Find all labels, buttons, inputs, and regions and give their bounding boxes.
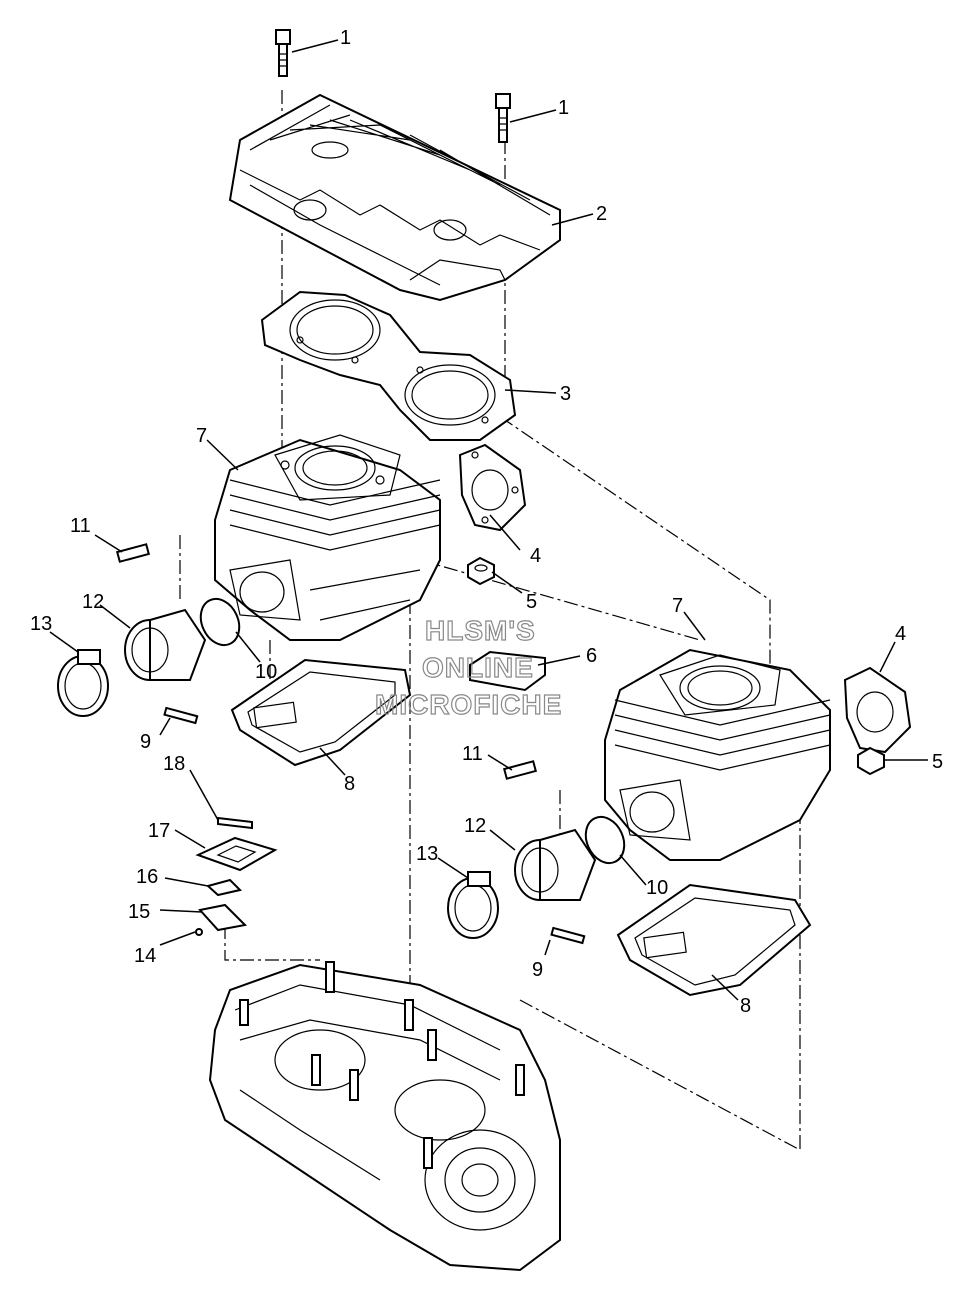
watermark-line-1: HLSM'S: [425, 615, 536, 646]
callout-4b: 4: [895, 623, 906, 645]
nut-left: [467, 556, 495, 586]
part-6: [469, 650, 546, 692]
cylinder-left: [214, 434, 441, 641]
callout-16: 16: [136, 866, 158, 888]
callout-15: 15: [128, 901, 150, 923]
bolt-11-right: [502, 760, 538, 780]
callout-labels: 1 1 2 3 7 4 5 6 11 12 13 10 9 8 7 4 5 11…: [30, 27, 943, 1017]
callout-8b: 8: [740, 995, 751, 1017]
head-bolt-left: [275, 29, 291, 77]
callout-9a: 9: [140, 731, 151, 753]
exhaust-gasket-right: [843, 666, 912, 754]
callout-10a: 10: [255, 661, 277, 683]
callout-14: 14: [134, 945, 156, 967]
intake-adapter-right: [514, 828, 597, 901]
callout-3: 3: [560, 383, 571, 405]
clamp-right: [447, 871, 499, 939]
callout-4a: 4: [530, 545, 541, 567]
callout-1b: 1: [558, 97, 569, 119]
o-ring-right: [584, 815, 626, 865]
crankcase: [208, 961, 561, 1272]
reed-valve-assembly: [195, 816, 278, 936]
callout-1a: 1: [340, 27, 351, 49]
exhaust-gasket-left: [458, 443, 527, 532]
watermark-line-2: ONLINE: [422, 652, 534, 683]
callout-13b: 13: [416, 843, 438, 865]
callout-10b: 10: [646, 877, 668, 899]
callout-2: 2: [596, 203, 607, 225]
callout-11b: 11: [462, 743, 483, 765]
watermark-line-3: MICROFICHE: [375, 689, 562, 720]
head-bolt-right: [495, 93, 511, 143]
callout-5a: 5: [526, 591, 537, 613]
base-gasket-left: [230, 658, 412, 767]
clamp-left: [57, 649, 109, 717]
callout-7b: 7: [672, 595, 683, 617]
cylinder-head: [228, 93, 561, 302]
callout-7a: 7: [196, 425, 207, 447]
nut-right: [857, 746, 885, 776]
callout-18: 18: [163, 753, 185, 775]
cylinder-right: [604, 648, 831, 861]
screw-9-left: [163, 706, 199, 725]
o-ring-left: [199, 597, 241, 647]
bolt-11-left: [115, 543, 151, 563]
callout-13a: 13: [30, 613, 52, 635]
watermark: HLSM'S ONLINE MICROFICHE: [374, 614, 562, 720]
callout-9b: 9: [532, 959, 543, 981]
leader-lines: [49, 39, 928, 1001]
callout-12a: 12: [82, 591, 104, 613]
screw-9-right: [550, 926, 586, 945]
callout-17: 17: [148, 820, 170, 842]
callout-6: 6: [586, 645, 597, 667]
base-gasket-right: [616, 883, 812, 997]
intake-adapter-left: [124, 608, 207, 681]
callout-8a: 8: [344, 773, 355, 795]
head-gasket: [260, 290, 517, 441]
callout-11a: 11: [70, 515, 91, 537]
callout-12b: 12: [464, 815, 486, 837]
callout-5b: 5: [932, 751, 943, 773]
